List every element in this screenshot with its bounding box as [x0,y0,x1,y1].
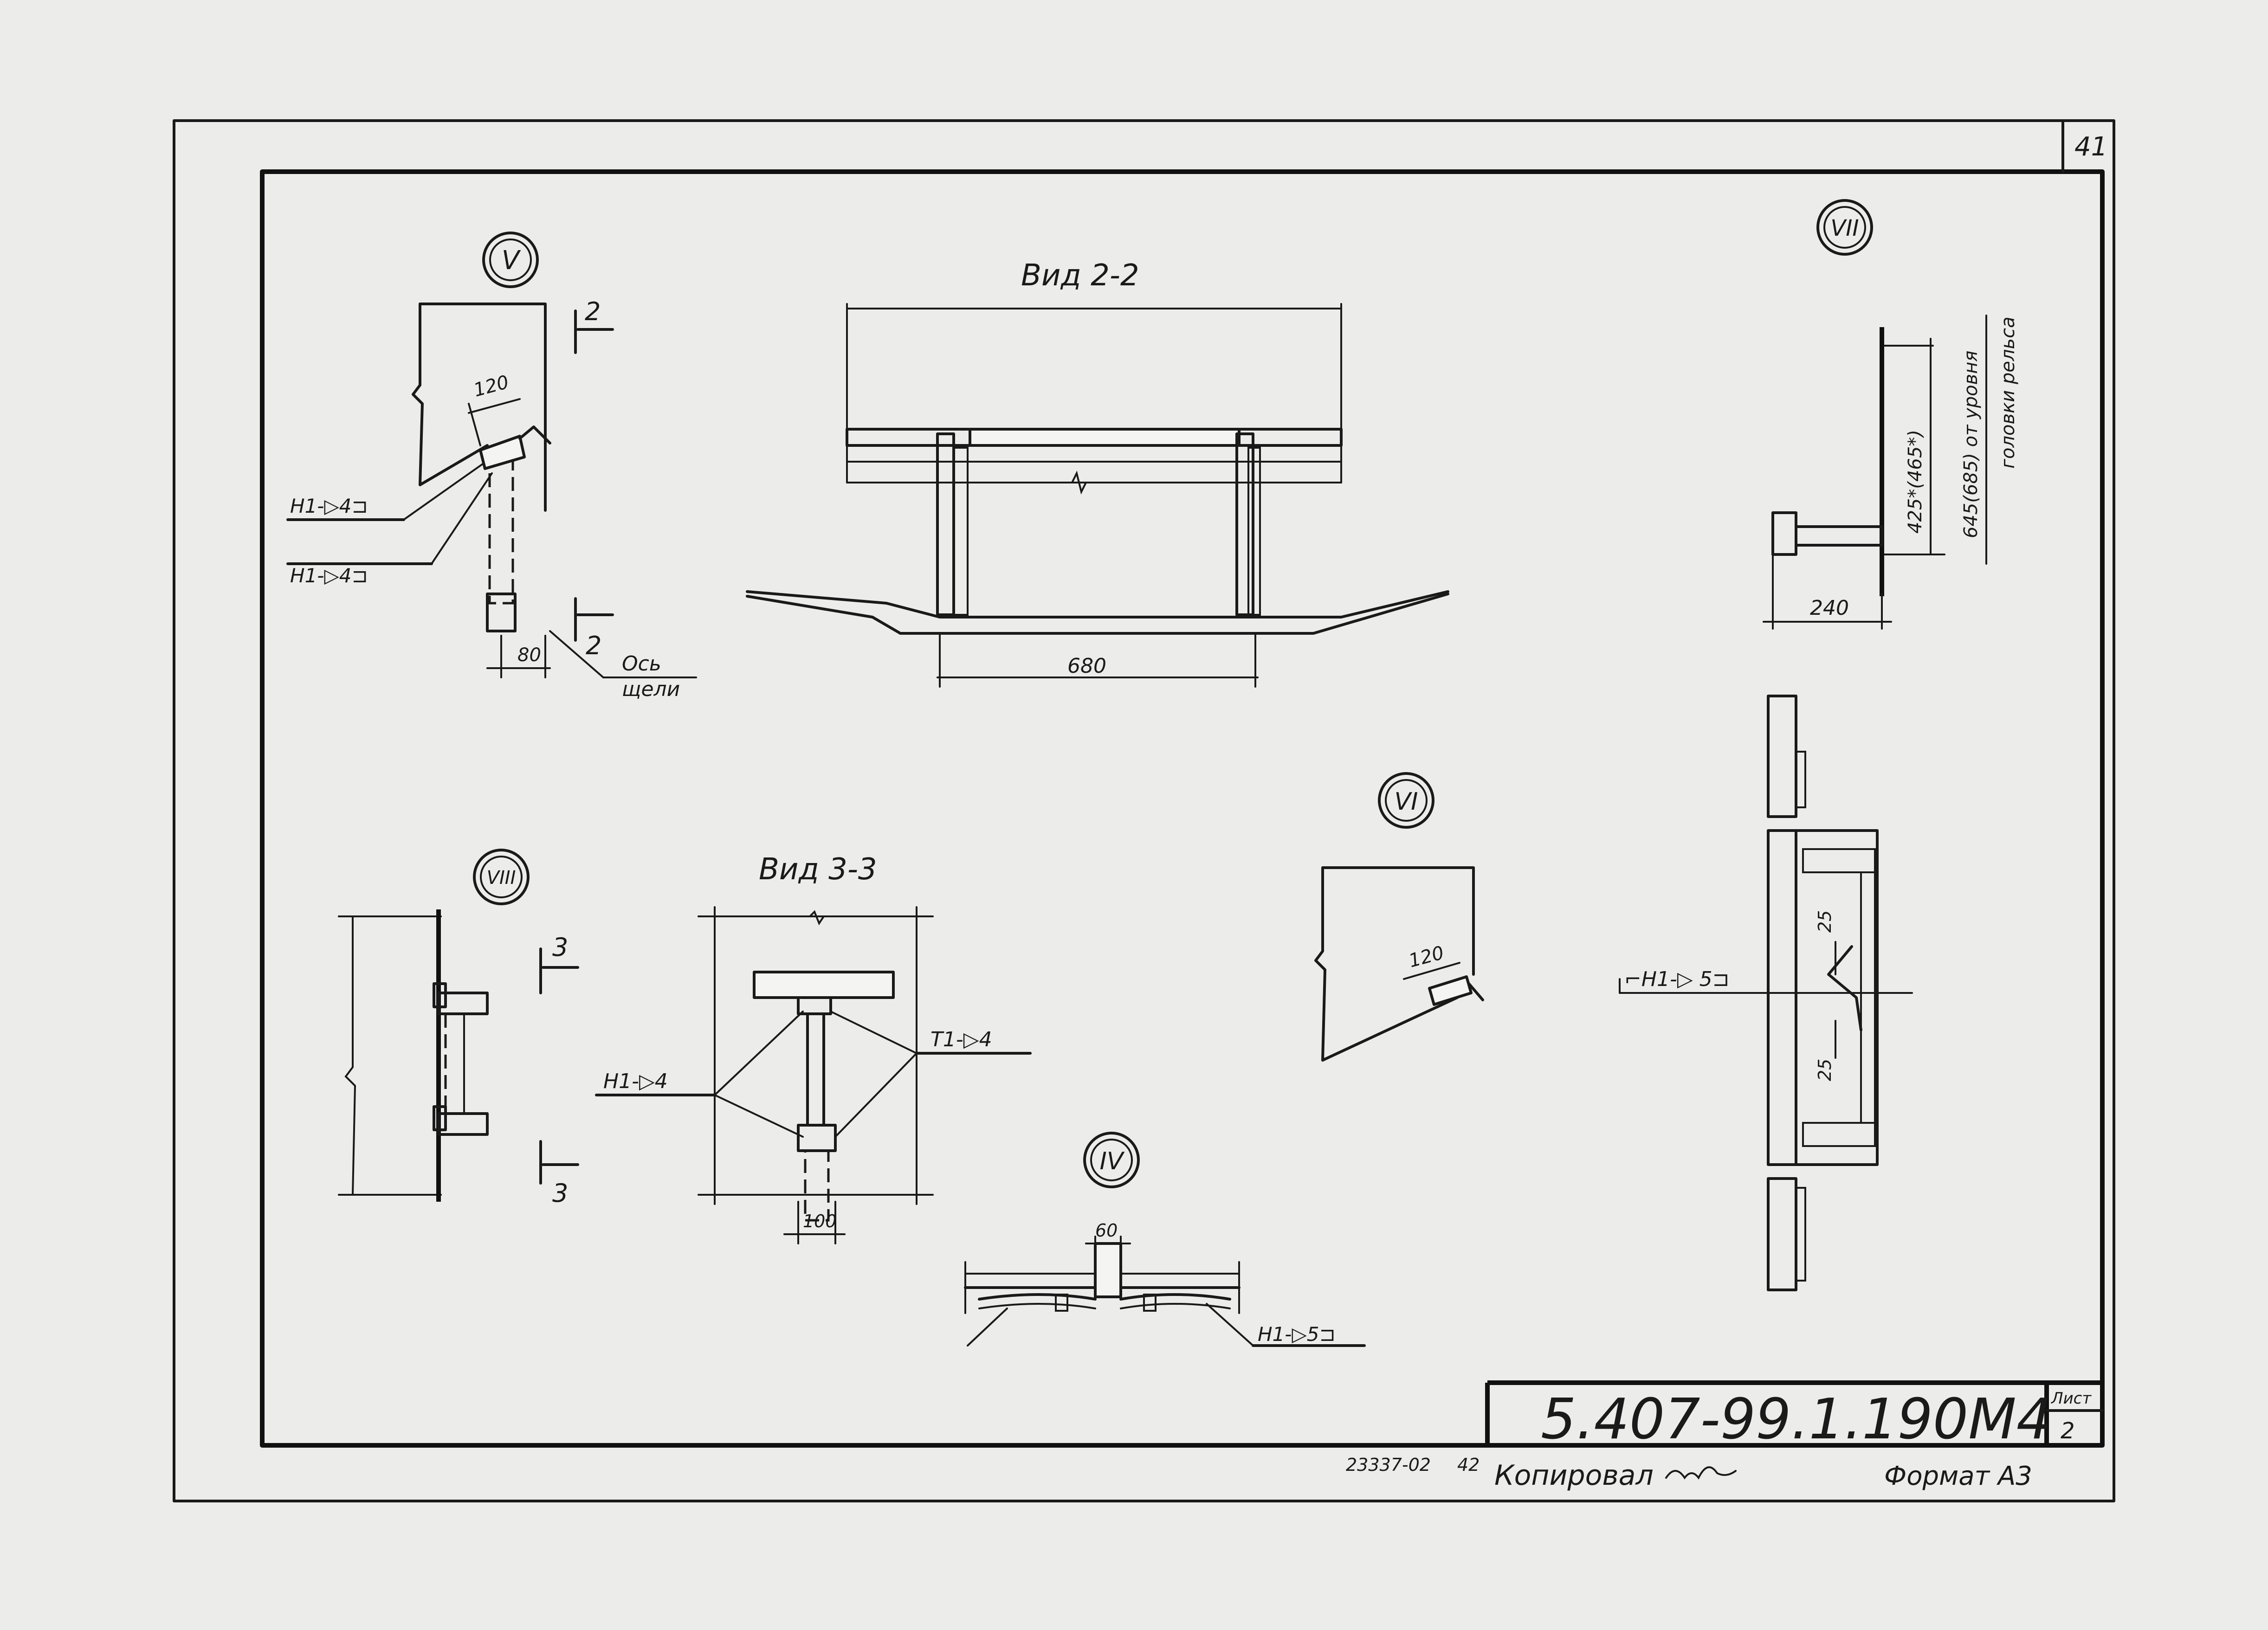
section-3-bottom: 3 [552,1179,568,1208]
callout-vii-circle [1816,199,1873,256]
callout-iv-circle [1083,1132,1140,1188]
callout-viii-circle [473,849,530,905]
axis-label-2: щели [622,677,680,701]
dim-120-v: 120 [472,371,511,401]
dim-425: 425*(465*) [1905,430,1926,534]
sheet-number: 41 [2074,132,2107,162]
view-2-2: Вид 2-2 680 [746,258,1449,688]
detail-viii: VIII 3 3 [338,849,579,1208]
footer: 23337-02 42 Копировал Формат А3 [1346,1455,2032,1492]
signature [1665,1466,1737,1480]
dim-25-top: 25 [1815,910,1835,933]
view-3-3-title: Вид 3-3 [759,852,877,887]
callout-v: V [502,245,521,276]
dim-80-v: 80 [517,644,541,666]
callout-viii: VIII [487,867,516,889]
dim-25-bottom: 25 [1815,1059,1835,1081]
section-2-bottom: 2 [586,631,601,660]
axis-label-1: Ось [622,652,661,676]
weld-label-v-1: Н1-▷4⊐ [290,495,368,517]
detail-iv: IV 60 Н1-▷5⊐ [964,1132,1366,1347]
detail-vi: VI 120 [1314,772,1484,1062]
copied-label: Копировал [1494,1459,1654,1492]
section-2-top: 2 [585,297,601,326]
outer-border [173,119,2115,1502]
weld-label-v-2: Н1-▷4⊐ [290,564,368,587]
drawing-code: 5.407-99.1.190М4 [1541,1387,2052,1452]
view-3-3: Вид 3-3 Н1-▷4 Т1-▷4 100 [595,852,1032,1244]
callout-iv: IV [1100,1147,1125,1175]
dim-60: 60 [1095,1220,1118,1241]
sheet-label: Лист [2050,1389,2092,1408]
sheet-value: 2 [2061,1418,2075,1444]
callout-v-circle [482,232,539,288]
callout-vi: VI [1395,788,1418,816]
detail-vii: VII 425*(465*) 645(685) от уровня головк… [1619,199,2019,1291]
format-label: Формат А3 [1884,1461,2032,1491]
title-block: 5.407-99.1.190М4 Лист 2 [1485,1380,2104,1452]
dim-645-cont: головки рельса [1997,316,2019,469]
callout-vii: VII [1830,215,1859,241]
weld-label-h1: Н1-▷4 [603,1069,668,1093]
sheet-number-box: 41 [2061,119,2107,173]
dim-645: 645(685) от уровня [1960,351,1982,538]
dim-680: 680 [1067,654,1106,678]
weld-label-iv: Н1-▷5⊐ [1258,1323,1336,1346]
view-2-2-title: Вид 2-2 [1021,258,1139,293]
dim-100: 100 [803,1211,837,1231]
order-page: 42 [1457,1455,1480,1475]
detail-v: V 120 2 2 Н1-▷4⊐ Н1-▷4⊐ 80 [286,232,697,701]
dim-240: 240 [1810,596,1849,620]
section-3-top: 3 [552,933,568,962]
order-number: 23337-02 [1346,1455,1431,1475]
weld-label-vii: ⌐Н1-▷ 5⊐ [1624,967,1730,991]
callout-vi-circle [1378,772,1434,829]
weld-label-t1: Т1-▷4 [930,1028,992,1051]
inner-frame [260,169,2105,1448]
